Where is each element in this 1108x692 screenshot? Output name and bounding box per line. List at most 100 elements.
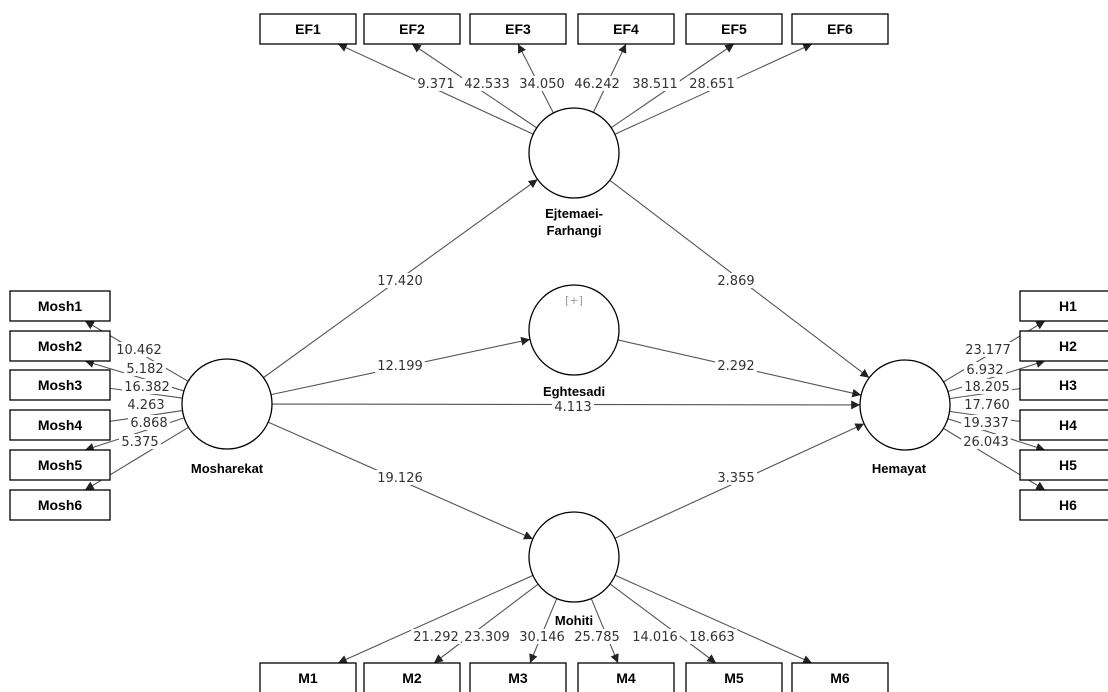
indicator-box [1019,369,1108,401]
indicator-box [9,330,111,362]
indicator-mosh5[interactable]: Mosh5 [9,449,111,481]
latent-label: Ejtemaei- [545,206,603,221]
indicator-h1[interactable]: H1 [1019,290,1108,322]
path-coefficient-eghtesadi-hemayat: 2.292 [717,359,754,374]
indicator-box [685,13,783,45]
mosh-loading-value: 5.375 [121,435,158,450]
indicator-box [9,449,111,481]
indicator-m5[interactable]: M5 [685,662,783,692]
indicator-h4[interactable]: H4 [1019,409,1108,441]
indicator-label: H3 [1059,377,1077,393]
indicator-box [791,662,889,692]
mosh-loading-value: 4.263 [127,398,164,413]
indicator-m2[interactable]: M2 [363,662,461,692]
m-loading-edge [433,583,539,664]
indicator-m4[interactable]: M4 [577,662,675,692]
indicator-box [1019,290,1108,322]
latent-hemayat[interactable] [859,359,951,451]
indicator-label: Mosh1 [38,298,83,314]
indicator-box [363,13,461,45]
indicator-ef6[interactable]: EF6 [791,13,889,45]
path-coefficient-mosharekat-eghtesadi-bg [375,358,425,373]
h-loading-value: 19.337 [963,416,1009,431]
indicator-h2[interactable]: H2 [1019,330,1108,362]
indicator-label: H4 [1059,417,1077,433]
mosh-loading-value: 10.462 [116,343,162,358]
latent-label: Eghtesadi [543,384,605,399]
ef-loading-value: 46.242 [574,77,620,92]
indicator-h3[interactable]: H3 [1019,369,1108,401]
indicator-h6[interactable]: H6 [1019,489,1108,521]
latent-circle [528,107,620,199]
ef-loading-value: 42.533 [464,77,510,92]
m-loading-value: 14.016 [632,630,678,645]
indicator-box [469,662,567,692]
path-coefficient-ejtemaei-hemayat-bg [715,273,757,288]
h-loading-value-bg [961,415,1011,430]
h-loading-value-bg [963,342,1013,357]
latent-ejtemaei[interactable] [528,107,620,199]
m-loading-edge [614,574,813,664]
m-loading-value: 30.146 [519,630,565,645]
path-coefficient-mosharekat-ejtemaei-bg [375,273,425,288]
h-loading-value: 6.932 [966,363,1003,378]
ef-loading-value-bg [415,76,457,91]
indicator-box [1019,449,1108,481]
ef-loading-value: 9.371 [417,77,454,92]
indicator-mosh1[interactable]: Mosh1 [9,290,111,322]
indicator-label: M4 [616,670,636,686]
indicator-mosh3[interactable]: Mosh3 [9,369,111,401]
path-coefficient-mosharekat-mohiti: 19.126 [377,471,423,486]
path-coefficient-mosharekat-hemayat: 4.113 [554,400,591,415]
indicator-m3[interactable]: M3 [469,662,567,692]
ef-loading-value-bg [572,76,622,91]
indicator-mosh4[interactable]: Mosh4 [9,409,111,441]
indicator-label: M3 [508,670,528,686]
indicator-ef5[interactable]: EF5 [685,13,783,45]
h-loading-value-bg [964,362,1006,377]
ef-loading-value-bg [517,76,567,91]
path-coefficient-mosharekat-ejtemaei: 17.420 [377,274,423,289]
expand-marker[interactable]: [+] [565,294,583,307]
indicator-label: Mosh5 [38,457,83,473]
indicator-label: H2 [1059,338,1077,354]
indicator-label: M6 [830,670,850,686]
indicator-box [363,662,461,692]
indicator-box [577,662,675,692]
indicator-ef4[interactable]: EF4 [577,13,675,45]
indicator-box [259,13,357,45]
latent-circle [528,284,620,376]
indicator-mosh6[interactable]: Mosh6 [9,489,111,521]
latent-circle [859,359,951,451]
latent-eghtesadi[interactable] [528,284,620,376]
path-coefficient-mohiti-hemayat: 3.355 [717,471,754,486]
m-loading-value-bg [411,629,461,644]
indicator-label: Mosh3 [38,377,83,393]
indicator-ef2[interactable]: EF2 [363,13,461,45]
indicator-ef1[interactable]: EF1 [259,13,357,45]
ef-loading-value-bg [462,76,512,91]
latent-mohiti[interactable] [528,511,620,603]
indicator-h5[interactable]: H5 [1019,449,1108,481]
mosh-loading-value: 5.182 [126,362,163,377]
indicator-m1[interactable]: M1 [259,662,357,692]
indicator-box [577,13,675,45]
latent-mosharekat[interactable] [181,358,273,450]
indicator-label: EF3 [505,21,531,37]
m-loading-edge [337,574,534,664]
indicator-box [1019,489,1108,521]
indicator-m6[interactable]: M6 [791,662,889,692]
m-loading-edge [609,583,717,664]
indicator-ef3[interactable]: EF3 [469,13,567,45]
h-loading-value-bg [962,397,1012,412]
mosh-loading-value-bg [125,397,167,412]
indicator-label: EF1 [295,21,321,37]
h-loading-value: 17.760 [964,398,1010,413]
indicator-mosh2[interactable]: Mosh2 [9,330,111,362]
h-loading-value-bg [962,379,1012,394]
path-coefficient-eghtesadi-hemayat-bg [715,358,757,373]
path-coefficient-mosharekat-hemayat-bg [552,399,594,414]
h-loading-value-bg [961,434,1011,449]
h-loading-value: 26.043 [963,435,1009,450]
indicator-label: M1 [298,670,318,686]
